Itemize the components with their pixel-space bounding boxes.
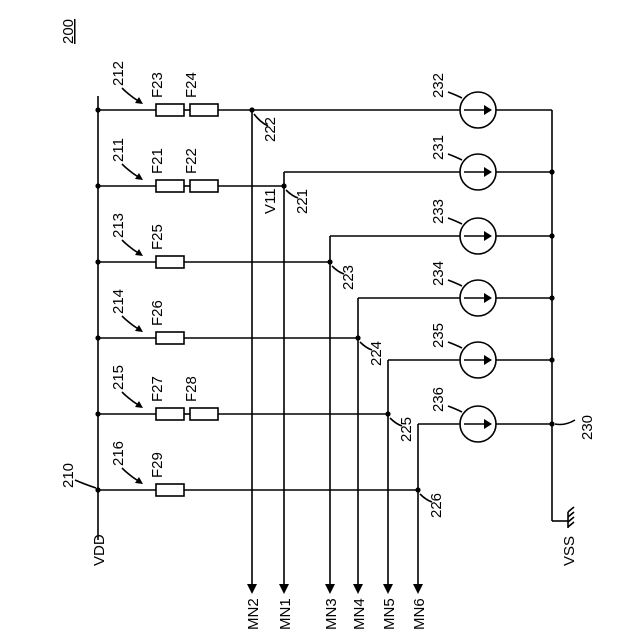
fuse-f21 — [156, 180, 184, 192]
arrow-down-icon — [247, 584, 257, 594]
branch-211 — [98, 154, 552, 594]
output-mn3: MN3 — [323, 598, 340, 630]
vss-rail — [549, 110, 568, 521]
source-236-ref: 236 — [430, 387, 447, 412]
output-mn6: MN6 — [411, 598, 428, 630]
arrow-down-icon — [325, 584, 335, 594]
node-224-ref: 224 — [368, 341, 385, 366]
fuse-f26-label: F26 — [149, 300, 166, 326]
vss-label: VSS — [561, 536, 578, 566]
fuse-f23 — [156, 104, 184, 116]
branch-213-ref: 213 — [110, 213, 127, 238]
current-source-233 — [460, 218, 496, 254]
fuse-f25-label: F25 — [149, 224, 166, 250]
vdd-label: VDD — [91, 534, 108, 566]
output-mn1: MN1 — [277, 598, 294, 630]
node-226-ref: 226 — [428, 493, 445, 518]
branch-214-ref: 214 — [110, 289, 127, 314]
fuse-f22 — [190, 180, 218, 192]
output-mn5: MN5 — [381, 598, 398, 630]
fuse-f28-label: F28 — [183, 376, 200, 402]
source-233-ref: 233 — [430, 199, 447, 224]
branch-215 — [98, 342, 552, 594]
fuse-f21-label: F21 — [149, 148, 166, 174]
fuse-f24 — [190, 104, 218, 116]
current-source-232 — [460, 92, 496, 128]
fuse-f28 — [190, 408, 218, 420]
vdd-rail — [95, 96, 100, 540]
fuse-f23-label: F23 — [149, 72, 166, 98]
fuse-f25 — [156, 256, 184, 268]
arrow-down-icon — [353, 584, 363, 594]
source-231-ref: 231 — [430, 135, 447, 160]
output-mn4: MN4 — [351, 598, 368, 630]
node-225-ref: 225 — [398, 417, 415, 442]
node-222-ref: 222 — [262, 117, 279, 142]
current-source-234 — [460, 280, 496, 316]
source-232-ref: 232 — [430, 73, 447, 98]
vdd-leader — [75, 480, 96, 488]
vss-node-ref: 230 — [579, 415, 596, 440]
node-221-ref: 221 — [294, 189, 311, 214]
current-source-231 — [460, 154, 496, 190]
fuse-f24-label: F24 — [183, 72, 200, 98]
fuse-f27 — [156, 408, 184, 420]
branch-216 — [98, 406, 552, 594]
fuse-f29 — [156, 484, 184, 496]
branch-215-ref: 215 — [110, 365, 127, 390]
branch-214 — [98, 280, 552, 594]
vss-leader — [555, 420, 575, 425]
figure-number: 200 — [60, 19, 77, 44]
arrow-down-icon — [279, 584, 289, 594]
current-source-236 — [460, 406, 496, 442]
branch-213 — [98, 218, 552, 594]
branch-211-ref: 211 — [110, 138, 127, 162]
fuse-f26 — [156, 332, 184, 344]
node-v11-label: V11 — [262, 188, 279, 214]
ground-symbol — [568, 507, 574, 528]
current-source-235 — [460, 342, 496, 378]
node-223-ref: 223 — [340, 265, 357, 290]
fuse-f22-label: F22 — [183, 148, 200, 174]
vdd-node-ref: 210 — [60, 463, 77, 488]
source-234-ref: 234 — [430, 261, 447, 286]
branch-216-ref: 216 — [110, 441, 127, 466]
arrow-down-icon — [383, 584, 393, 594]
output-mn2: MN2 — [245, 598, 262, 630]
fuse-f27-label: F27 — [149, 376, 166, 402]
fuse-f29-label: F29 — [149, 452, 166, 478]
branch-212-ref: 212 — [110, 61, 127, 86]
source-235-ref: 235 — [430, 323, 447, 348]
arrow-down-icon — [413, 584, 423, 594]
